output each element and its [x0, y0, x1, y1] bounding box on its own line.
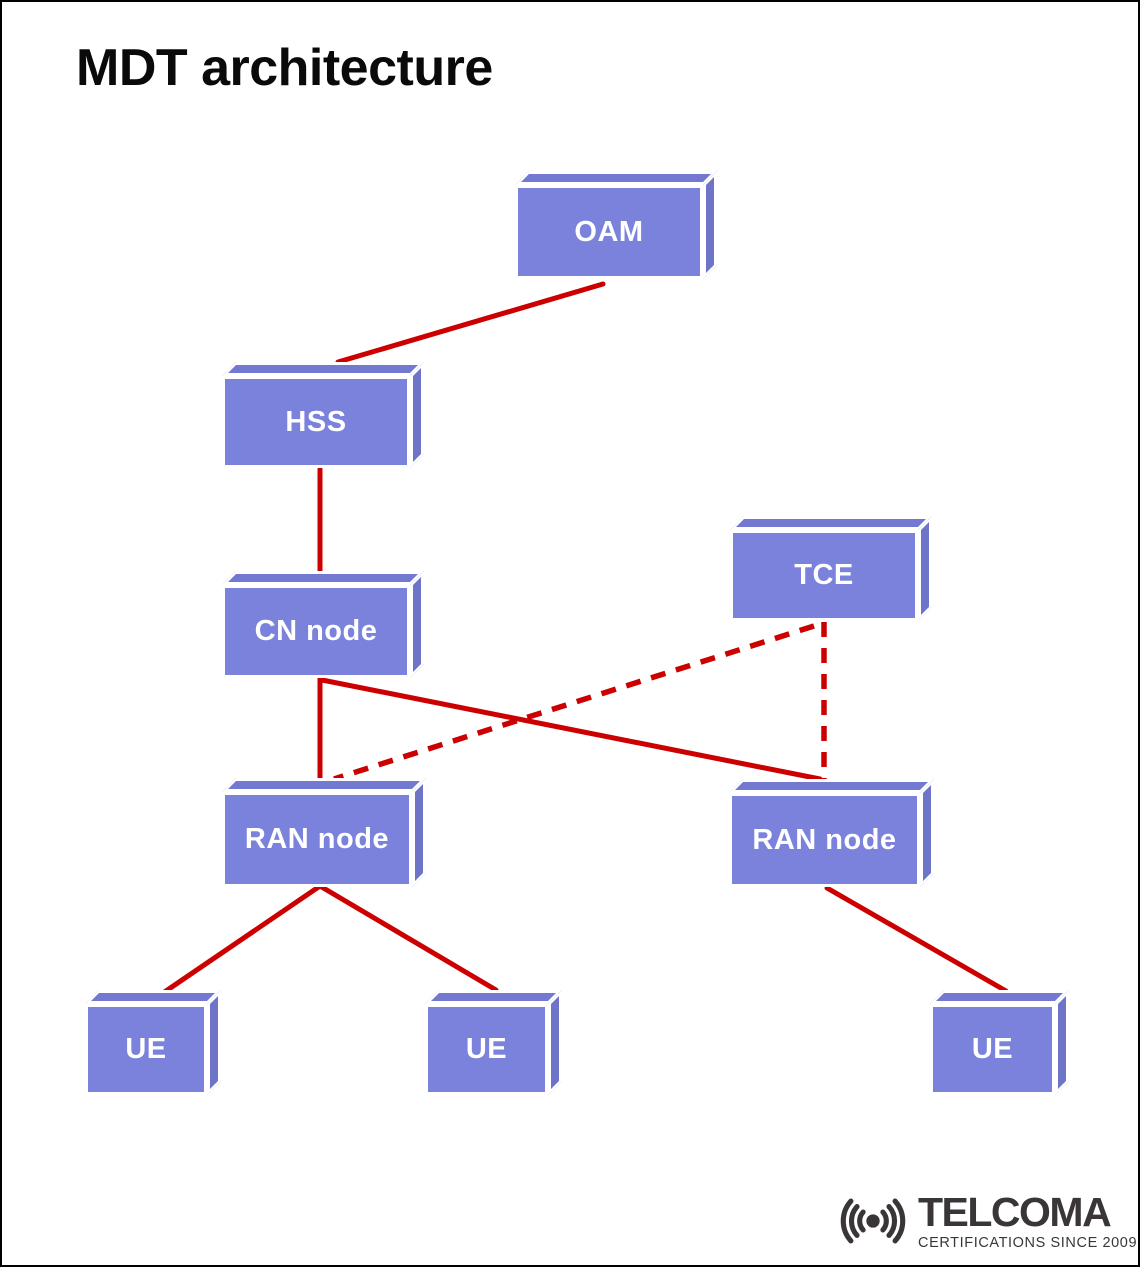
node-top-face — [930, 990, 1069, 1004]
node-label: UE — [125, 1033, 167, 1065]
node-oam: OAM — [515, 171, 717, 279]
node-label: OAM — [574, 215, 644, 248]
node-top-face — [222, 778, 426, 792]
node-ran-right: RAN node — [729, 779, 934, 887]
node-front-face: RAN node — [222, 792, 412, 887]
node-front-face: HSS — [222, 376, 410, 468]
node-top-face — [730, 516, 932, 530]
telcoma-logo: TELCOMA CERTIFICATIONS SINCE 2009 — [832, 1190, 1137, 1252]
node-front-face: CN node — [222, 585, 410, 678]
node-side-face — [412, 778, 426, 887]
edge-oam-hss — [335, 281, 606, 365]
brand-name: TELCOMA — [918, 1188, 1112, 1235]
node-label: UE — [465, 1033, 508, 1065]
node-front-face: TCE — [730, 530, 918, 621]
edge-ran-left-ue-middle — [317, 883, 499, 993]
node-top-face — [85, 990, 221, 1004]
node-side-face — [410, 571, 424, 678]
node-front-face: UE — [930, 1004, 1055, 1095]
node-front-face: UE — [85, 1004, 207, 1095]
edge-cn-ran-right — [319, 677, 823, 782]
node-label: HSS — [285, 405, 347, 438]
node-side-face — [703, 171, 717, 279]
node-ue-left: UE — [85, 990, 221, 1095]
node-label: RAN node — [244, 823, 390, 855]
node-top-face — [425, 990, 562, 1004]
node-front-face: RAN node — [729, 793, 920, 887]
node-top-face — [222, 362, 424, 376]
node-side-face — [207, 990, 221, 1095]
node-side-face — [1055, 990, 1069, 1095]
node-label: CN node — [254, 615, 378, 647]
edge-tce-ran-left-dashed — [333, 623, 815, 782]
node-label: TCE — [794, 559, 854, 591]
node-side-face — [920, 779, 934, 887]
node-cn: CN node — [222, 571, 424, 678]
brand-tagline: CERTIFICATIONS SINCE 2009 — [918, 1234, 1138, 1251]
node-ue-middle: UE — [425, 990, 562, 1095]
node-label: RAN node — [752, 823, 897, 856]
node-side-face — [410, 362, 424, 468]
node-top-face — [729, 779, 934, 793]
node-side-face — [548, 990, 562, 1095]
edge-ran-left-ue-left — [160, 883, 323, 996]
signal-waves-icon — [840, 1198, 906, 1244]
node-side-face — [918, 516, 932, 621]
node-front-face: OAM — [515, 185, 703, 279]
edge-ran-right-ue-right — [824, 885, 1009, 994]
node-ue-right: UE — [930, 990, 1069, 1095]
node-ran-left: RAN node — [222, 778, 426, 887]
node-top-face — [515, 171, 717, 185]
node-top-face — [222, 571, 424, 585]
node-front-face: UE — [425, 1004, 548, 1095]
page-title: MDT architecture — [76, 39, 493, 97]
node-label: UE — [971, 1033, 1014, 1065]
node-hss: HSS — [222, 362, 424, 468]
node-tce: TCE — [730, 516, 932, 621]
